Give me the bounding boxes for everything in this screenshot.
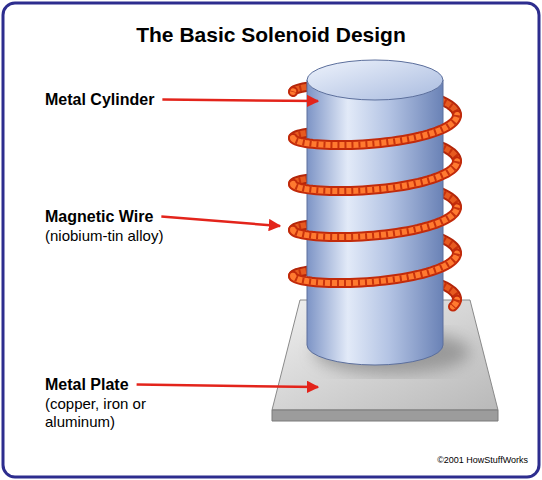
coil-wire	[293, 207, 457, 237]
coil-braid	[293, 161, 457, 191]
material-note: (niobium-tin alloy)	[45, 227, 163, 245]
coil-front	[293, 91, 457, 306]
frame	[3, 3, 539, 477]
coil-braid	[293, 115, 457, 145]
coil-wire	[293, 115, 457, 145]
metal-cylinder	[307, 60, 443, 365]
coil-wire	[293, 115, 457, 145]
copyright-note: ©2001 HowStuffWorks	[437, 455, 528, 466]
coil-braid	[453, 300, 457, 307]
diagram-title: The Basic Solenoid Design	[0, 22, 542, 47]
coil-wire	[293, 161, 457, 191]
leader-lines	[137, 100, 318, 387]
leader-arrow	[162, 100, 318, 101]
coil-wire	[293, 254, 457, 284]
coil-wire	[293, 207, 457, 237]
coil-wire	[288, 86, 298, 97]
coil-braid	[293, 254, 457, 284]
coil-wire	[290, 88, 296, 95]
coil-wire	[293, 254, 457, 284]
part-name: Magnetic Wire	[45, 207, 153, 226]
part-name: Metal Cylinder	[45, 90, 154, 109]
coil-wire	[453, 300, 457, 307]
material-note: (copper, iron or aluminum)	[45, 395, 149, 431]
part-name: Metal Plate	[45, 375, 129, 394]
coil-braid	[293, 207, 457, 237]
coil-wire	[453, 300, 457, 307]
leader-arrow	[137, 385, 318, 387]
coil-wire	[293, 161, 457, 191]
leader-arrow	[161, 217, 280, 226]
coil-braid	[290, 88, 296, 95]
